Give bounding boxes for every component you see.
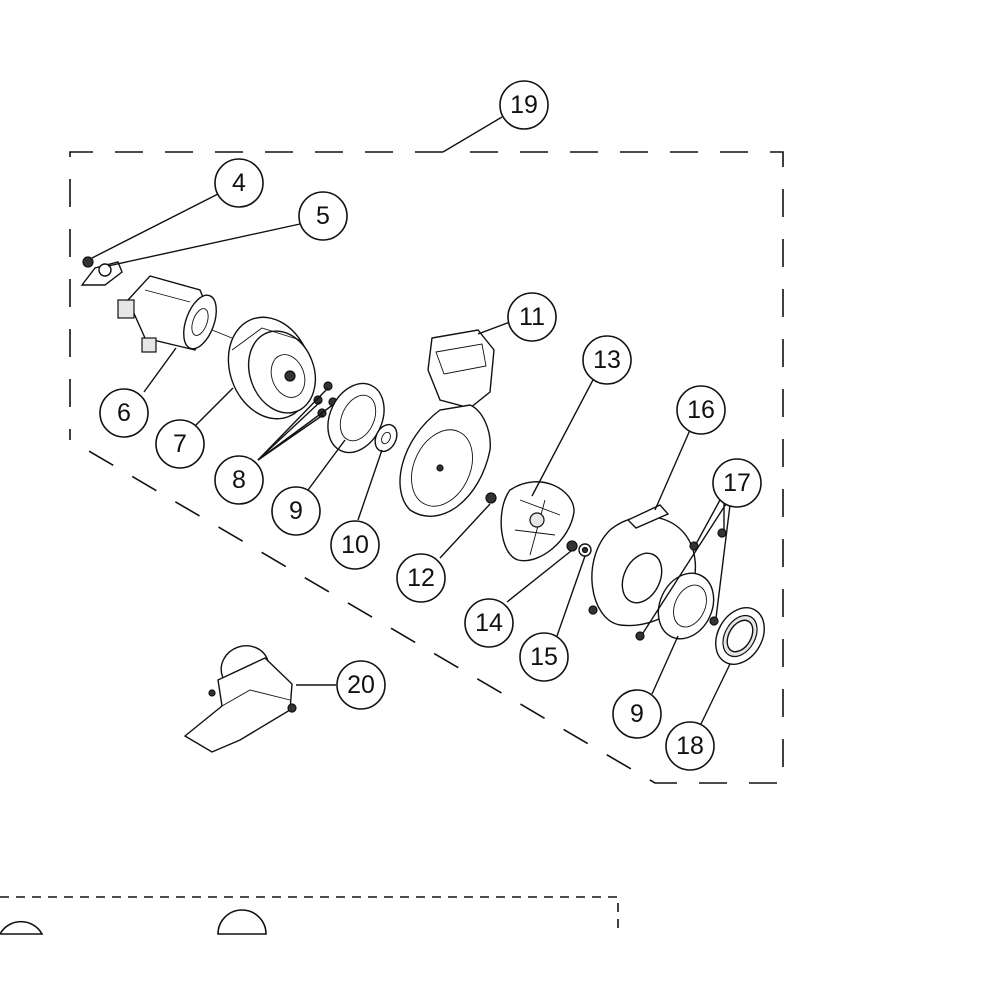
callout-13-label: 13 bbox=[593, 346, 621, 374]
assembly-boundary bbox=[69, 151, 784, 784]
callout-4: 4 bbox=[214, 158, 264, 208]
callout-14: 14 bbox=[464, 598, 514, 648]
callout-19-label: 19 bbox=[510, 91, 538, 119]
callout-5: 5 bbox=[298, 191, 348, 241]
gasket-ring-upper bbox=[327, 382, 385, 454]
callout-9-upper-label: 9 bbox=[289, 497, 303, 525]
callout-11: 11 bbox=[507, 292, 557, 342]
callout-9-lower-label: 9 bbox=[630, 700, 644, 728]
callout-10: 10 bbox=[330, 520, 380, 570]
lower-assembly-boundary bbox=[0, 896, 619, 935]
callout-4-label: 4 bbox=[232, 169, 246, 197]
callout-12: 12 bbox=[396, 553, 446, 603]
gasket-ring-lower bbox=[657, 572, 715, 640]
callout-11-label: 11 bbox=[519, 303, 545, 331]
callout-7: 7 bbox=[155, 419, 205, 469]
impeller-part bbox=[500, 481, 575, 562]
callout-20: 20 bbox=[336, 660, 386, 710]
callout-5-label: 5 bbox=[316, 202, 330, 230]
callout-7-label: 7 bbox=[173, 430, 187, 458]
callout-6-label: 6 bbox=[117, 399, 131, 427]
callout-13: 13 bbox=[582, 335, 632, 385]
callout-18-label: 18 bbox=[676, 732, 704, 760]
blower-housing-part bbox=[399, 329, 495, 517]
flange-part bbox=[227, 316, 317, 420]
callout-9-upper: 9 bbox=[271, 486, 321, 536]
bracket-part bbox=[80, 256, 123, 286]
nut-part-12 bbox=[485, 492, 497, 504]
callout-8-label: 8 bbox=[232, 466, 246, 494]
callout-6: 6 bbox=[99, 388, 149, 438]
callout-16-label: 16 bbox=[687, 396, 715, 424]
callout-18: 18 bbox=[665, 721, 715, 771]
motor-part bbox=[117, 275, 233, 353]
callout-14-label: 14 bbox=[475, 609, 503, 637]
cropped-callouts bbox=[0, 909, 267, 935]
callout-19: 19 bbox=[499, 80, 549, 130]
callout-17-label: 17 bbox=[723, 469, 751, 497]
callout-16: 16 bbox=[676, 385, 726, 435]
callout-8: 8 bbox=[214, 455, 264, 505]
callout-15: 15 bbox=[519, 632, 569, 682]
outlet-duct-part bbox=[183, 645, 297, 753]
seal-ring-part bbox=[715, 607, 765, 665]
nut-part-14 bbox=[566, 540, 578, 552]
callout-10-label: 10 bbox=[341, 531, 369, 559]
nut-part-15 bbox=[578, 543, 592, 557]
screws-part-17 bbox=[635, 528, 727, 641]
callout-20-label: 20 bbox=[347, 671, 375, 699]
callout-15-label: 15 bbox=[530, 643, 558, 671]
callout-12-label: 12 bbox=[407, 564, 435, 592]
leader-lines bbox=[91, 116, 731, 727]
washer-part bbox=[374, 423, 398, 453]
callout-17: 17 bbox=[712, 458, 762, 508]
callout-9-lower: 9 bbox=[612, 689, 662, 739]
